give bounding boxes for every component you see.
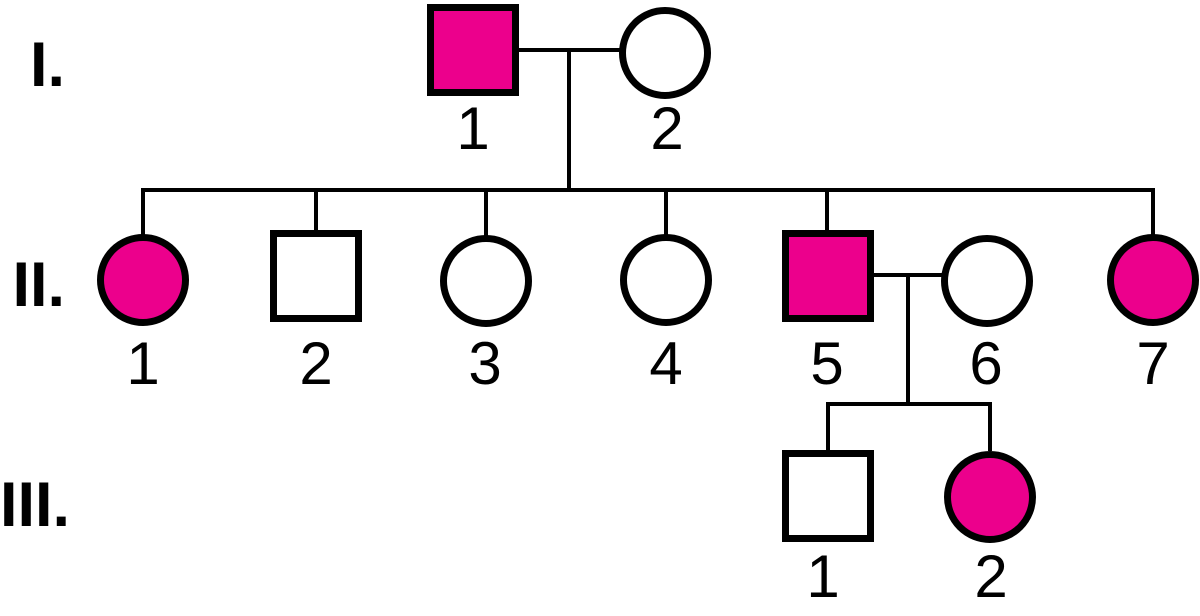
individual-II-3-number: 3 xyxy=(468,330,502,397)
drop-line-II-3 xyxy=(484,188,488,236)
drop-line-II-1 xyxy=(141,188,145,236)
drop-line-III-2 xyxy=(988,402,992,451)
drop-line-II-4 xyxy=(664,188,668,236)
drop-line-III-1 xyxy=(826,402,830,450)
individual-II-5-number: 5 xyxy=(810,330,844,397)
generation-label-II: II. xyxy=(12,250,65,320)
individual-III-1-unaffected-male-symbol xyxy=(782,450,874,542)
individual-II-1-number: 1 xyxy=(126,330,160,397)
individual-II-6-unaffected-female-symbol xyxy=(941,235,1033,327)
descent-line-I xyxy=(567,48,571,192)
individual-I-1-affected-male-symbol xyxy=(427,4,519,96)
individual-III-2-number: 2 xyxy=(974,543,1008,610)
individual-I-1-number: 1 xyxy=(456,95,490,162)
sibship-line-III xyxy=(826,402,992,406)
individual-II-7-affected-female-symbol xyxy=(1107,234,1199,326)
drop-line-II-5 xyxy=(825,188,829,232)
individual-II-7-number: 7 xyxy=(1136,330,1170,397)
generation-label-III: III. xyxy=(0,470,71,540)
individual-II-6-number: 6 xyxy=(969,330,1003,397)
descent-line-II xyxy=(906,273,910,406)
individual-I-2-number: 2 xyxy=(650,95,684,162)
individual-II-2-number: 2 xyxy=(299,330,333,397)
individual-III-1-number: 1 xyxy=(806,543,840,610)
individual-II-4-unaffected-female-symbol xyxy=(620,234,712,326)
individual-II-3-unaffected-female-symbol xyxy=(440,235,532,327)
individual-II-5-affected-male-symbol xyxy=(782,230,874,322)
generation-label-I: I. xyxy=(29,30,65,100)
individual-II-1-affected-female-symbol xyxy=(97,234,189,326)
drop-line-II-2 xyxy=(314,188,318,232)
individual-III-2-affected-female-symbol xyxy=(944,451,1036,543)
individual-II-2-unaffected-male-symbol xyxy=(270,230,362,322)
individual-I-2-unaffected-female-symbol xyxy=(619,7,711,99)
drop-line-II-7 xyxy=(1151,188,1155,236)
individual-II-4-number: 4 xyxy=(649,330,683,397)
sibship-line-II xyxy=(141,188,1155,192)
